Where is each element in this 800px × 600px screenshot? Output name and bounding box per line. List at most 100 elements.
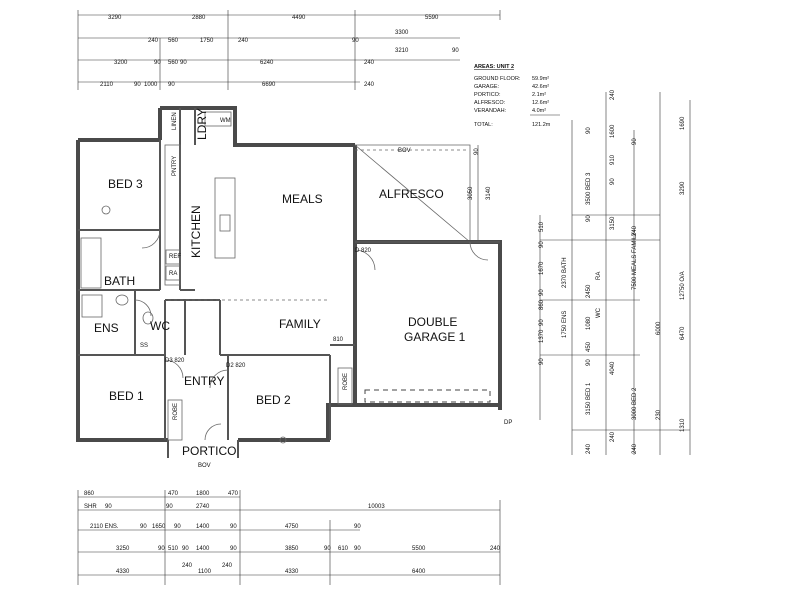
dim-text: 240 (238, 38, 249, 44)
dim-text: 860 (539, 299, 545, 310)
room-entry: ENTRY (184, 374, 224, 388)
dim-text: 240 (182, 563, 193, 569)
dim-text: 90 (354, 546, 361, 552)
dim-text: SHR (84, 504, 97, 510)
area-value: 12.6m² (532, 100, 549, 106)
area-label: VERANDAH: (474, 108, 507, 114)
area-label: GARAGE: (474, 84, 500, 90)
dim-text: 90 (452, 48, 459, 54)
room-bed2: BED 2 (256, 393, 291, 407)
dim-text: 240 (364, 82, 375, 88)
room-ens: ENS (94, 321, 119, 335)
dim-text: 3210 (395, 48, 409, 54)
dim-text: 90 (230, 524, 237, 530)
toilet-icon (142, 311, 154, 325)
dim-text: 3290 (680, 181, 686, 195)
dim-text: 1750 (200, 38, 214, 44)
room-garage-line1: DOUBLE (408, 315, 457, 329)
kitchen-fixtures (80, 111, 287, 444)
dim-text: 90 (182, 546, 189, 552)
ra-label: RA (169, 271, 177, 277)
ra-box (165, 265, 181, 281)
room-kitchen: KITCHEN (189, 205, 203, 258)
dim-text: 240 (632, 443, 638, 454)
dim-text: 90 (539, 358, 545, 365)
dim-text: 90 (230, 546, 237, 552)
dim-text: 1310 (680, 418, 686, 432)
bov-icon (279, 436, 287, 444)
dim-text: 90 (140, 524, 147, 530)
dim-text: 6000 (656, 321, 662, 335)
dim-text: 3300 (395, 30, 409, 36)
door-label: D2 820 (226, 363, 246, 369)
dim-text: 1690 (680, 116, 686, 130)
ref-label: REF (169, 254, 181, 260)
dim-text: 240 (364, 60, 375, 66)
room-family: FAMILY (279, 317, 321, 331)
dim-text: 90 (158, 546, 165, 552)
dim-text: 4330 (116, 569, 130, 575)
dim-text: 90 (610, 178, 616, 185)
dim-text: 240 (632, 225, 638, 236)
robe-label: ROBE (343, 373, 349, 390)
dim-text: 90 (324, 546, 331, 552)
dim-text: 5590 (425, 15, 439, 21)
dim-text: 450 (586, 341, 592, 352)
dim-text: 230 (656, 409, 662, 420)
dim-text: 1400 (196, 524, 210, 530)
dim-text: 4750 (285, 524, 299, 530)
bov-label: BOV (198, 463, 211, 469)
dim-text: 2110 (100, 82, 114, 88)
dim-text: 4040 (610, 361, 616, 375)
building-walls (76, 106, 357, 458)
top-dimensions: 3290 2880 4490 5590 240 560 1750 240 90 … (77, 10, 501, 90)
pntry-label: PNTRY (172, 156, 178, 176)
dim-text: 6400 (412, 569, 426, 575)
dim-text: 1400 (196, 546, 210, 552)
room-portico: PORTICO (182, 444, 236, 458)
sink-icon (219, 214, 231, 232)
dim-text: 860 (84, 491, 95, 497)
dim-text: 1650 (152, 524, 166, 530)
dim-text: 3150 BED 1 (586, 382, 592, 415)
kitchen-bench (164, 144, 181, 286)
areas-table: AREAS: UNIT 2 GROUND FLOOR: 59.9m² GARAG… (474, 64, 560, 128)
bottom-dimensions: 860 470 1800 470 SHR 90 90 2740 10003 21… (77, 490, 501, 585)
dim-text: 6690 (262, 82, 276, 88)
dim-text: 910 (610, 154, 616, 165)
room-alfresco: ALFRESCO (379, 187, 444, 201)
dim-text: 5500 (412, 546, 426, 552)
area-value: 2.1m² (532, 92, 546, 98)
areas-title: AREAS: UNIT 2 (474, 64, 514, 70)
dim-text: 240 (490, 546, 501, 552)
dim-text: 240 (610, 89, 616, 100)
dim-text: 6470 (680, 326, 686, 340)
dim-text: 7500 MEALS FAMILY (632, 232, 638, 290)
area-value: 4.0m² (532, 108, 546, 114)
dim-text: 3000 BED 2 (632, 387, 638, 420)
alfresco-garage (354, 144, 502, 410)
right-dimensions: 240 1600 90 3050 90 3140 90 90 910 90 35… (468, 89, 691, 455)
room-garage-line2: GARAGE 1 (404, 330, 466, 344)
dim-text: 90 (154, 60, 161, 66)
basin-icon (115, 294, 129, 306)
dim-text: 1800 (196, 491, 210, 497)
linen-label: LINEN (172, 112, 178, 130)
dim-text: 1670 (539, 261, 545, 275)
dim-text: 1600 (610, 124, 616, 138)
dim-text: 90 (539, 319, 545, 326)
dim-text: 90 (586, 359, 592, 366)
dim-text: 470 (168, 491, 179, 497)
dim-text: 90 (354, 524, 361, 530)
dim-text: 510 (168, 546, 179, 552)
dim-text: 1750 ENS (562, 311, 568, 338)
room-ldry: LDRY (195, 108, 209, 140)
dim-text: WC (596, 307, 602, 318)
dim-text: 1370 (539, 329, 545, 343)
area-label: TOTAL: (474, 122, 493, 128)
dim-text: 2740 (196, 504, 210, 510)
dim-text: 1080 (586, 316, 592, 330)
dim-text: 240 (148, 38, 159, 44)
wm-label: WM (220, 118, 231, 124)
ss-label: SS (140, 343, 148, 349)
